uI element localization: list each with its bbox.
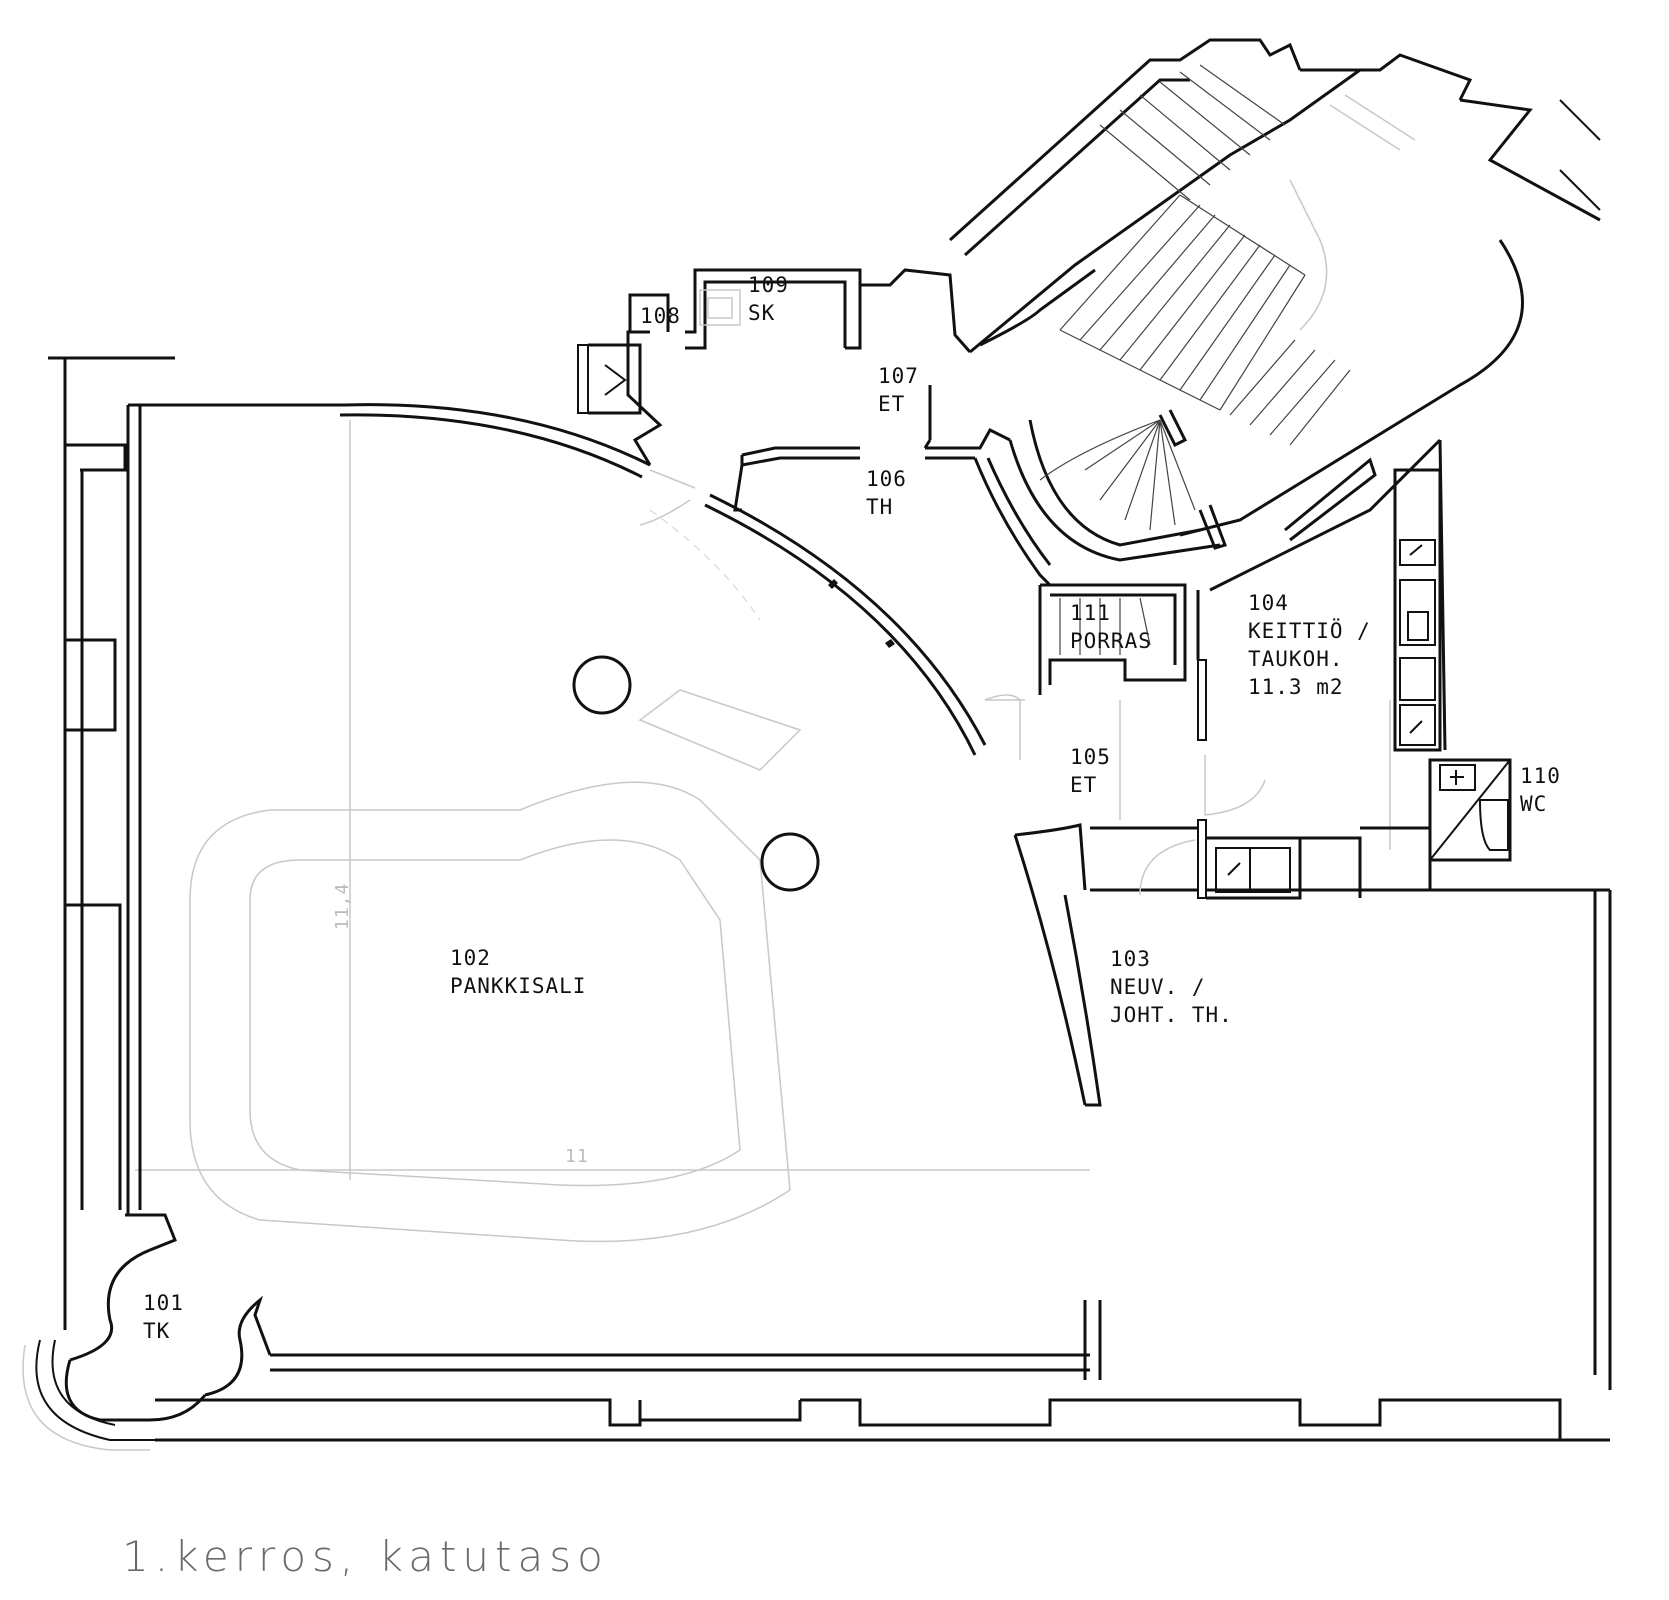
column-1 [572, 655, 632, 715]
dimension-label-vertical: 11,4 [332, 883, 353, 930]
wc-110 [1428, 758, 1512, 890]
column-2 [760, 832, 820, 892]
furniture-outlines [135, 420, 1391, 1243]
curved-partition-103 [1013, 823, 1102, 1107]
columns [572, 655, 820, 892]
corner-tower [22, 1213, 272, 1451]
main-staircase [948, 38, 1601, 562]
plan-caption: 1.kerros, katutaso [122, 1532, 609, 1581]
kitchenette [1090, 819, 1430, 900]
kitchen-104 [1196, 438, 1447, 816]
curved-glass-partition [704, 493, 987, 756]
room-label-108: 108 [640, 304, 681, 328]
dimension-label-horizontal: 11 [565, 1146, 589, 1167]
corridor-walls [577, 268, 1052, 587]
exterior-walls [48, 356, 1612, 1442]
stair-111 [984, 583, 1187, 760]
